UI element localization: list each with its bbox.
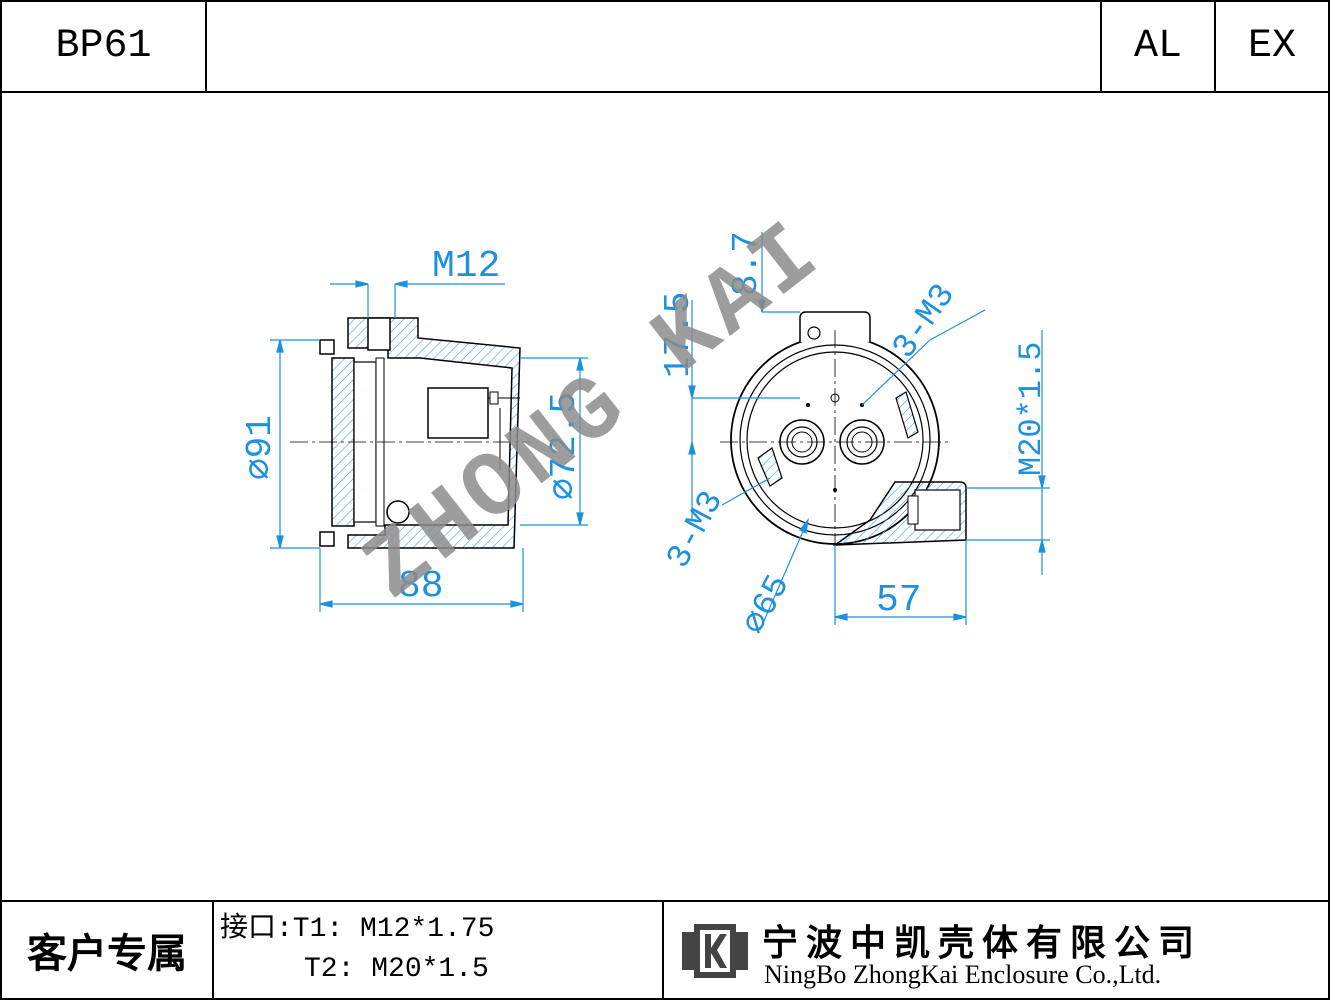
dim-57: 57 <box>876 579 922 622</box>
dim-3-m3-top: 3-M3 <box>886 278 964 367</box>
side-body-hatch <box>347 317 521 549</box>
company-logo-icon <box>682 924 748 978</box>
port-spec: 接口:T1: M12*1.75 T2: M20*1.5 <box>212 900 664 1000</box>
dim-m20: M20*1.5 <box>1013 342 1050 476</box>
side-dimensions <box>270 280 588 612</box>
dim-d91: ⌀91 <box>240 415 281 480</box>
customer-exclusive-label: 客户专属 <box>0 900 214 1000</box>
company-name-en: NingBo ZhongKai Enclosure Co.,Ltd. <box>764 960 1162 989</box>
company-block: 宁波中凯壳体有限公司 NingBo ZhongKai Enclosure Co.… <box>662 900 1330 1000</box>
dim-d65: ⌀65 <box>736 569 798 641</box>
front-view <box>720 311 967 560</box>
dim-17-5: 17.5 <box>658 292 699 378</box>
dim-m12: M12 <box>432 245 500 288</box>
port-spec-line1: 接口:T1: M12*1.75 <box>220 914 495 945</box>
front-dimensions <box>688 232 1050 631</box>
port-spec-line2: T2: M20*1.5 <box>304 954 489 985</box>
dim-88: 88 <box>398 565 444 608</box>
dim-8-7: 8.7 <box>726 231 767 296</box>
dim-3-m3-left: 3-M3 <box>660 485 732 575</box>
dim-d72-5: ⌀72.5 <box>544 392 585 500</box>
side-section-view <box>290 317 530 549</box>
company-name-cn: 宁波中凯壳体有限公司 <box>762 923 1203 964</box>
